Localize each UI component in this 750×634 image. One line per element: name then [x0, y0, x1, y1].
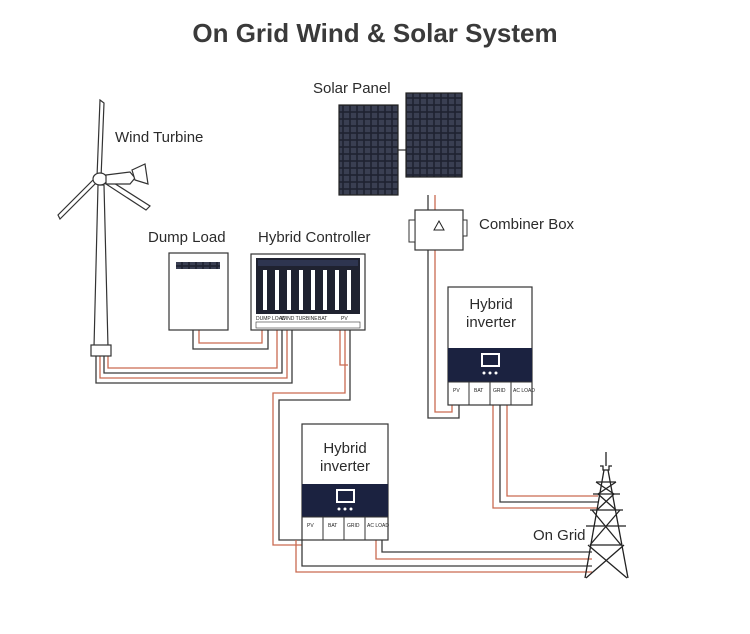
dump-load — [168, 252, 229, 331]
wire-controller-inverter-2 — [278, 330, 351, 541]
wire-inverter-grid-a2 — [375, 540, 592, 560]
inverter-bottom-terminal-acload: AC LOAD — [367, 523, 389, 529]
solar-panel-1 — [338, 104, 399, 196]
turbine-nacelle — [105, 171, 136, 185]
controller-terminal-bat: BAT — [318, 316, 327, 322]
warning-icon — [433, 219, 445, 231]
wire-dump-controller-1 — [192, 330, 269, 350]
wire-inverter-grid-a1 — [381, 540, 592, 553]
label-dump-load: Dump Load — [148, 229, 226, 246]
wire-dump-controller-2 — [198, 330, 263, 344]
wire-combiner-inverter-1 — [427, 250, 460, 419]
wire-inverter-grid-b1 — [492, 405, 598, 509]
wire-turbine-controller-1 — [95, 330, 293, 384]
wire-inverter-grid-a4 — [295, 540, 592, 573]
grid-tower-icon — [584, 452, 629, 579]
label-hybrid-controller: Hybrid Controller — [258, 229, 371, 246]
wire-inverter-grid-b2 — [499, 405, 598, 503]
wire-inverter-grid-a3 — [301, 540, 592, 567]
wire-turbine-controller-4 — [107, 330, 278, 369]
wind-turbine — [57, 98, 151, 357]
inverter-top-terminal-bat: BAT — [474, 388, 483, 394]
turbine-base — [90, 344, 112, 357]
inverter-bottom-terminal-pv: PV — [307, 523, 314, 529]
label-wind-turbine: Wind Turbine — [115, 129, 204, 146]
hybrid-inverter-bottom: PV BAT GRID AC LOAD — [301, 423, 389, 541]
label-hybrid-inverter-top: Hybrid inverter — [465, 296, 517, 331]
turbine-blade-up — [96, 98, 105, 179]
dump-load-vents — [176, 262, 220, 269]
controller-fins — [263, 270, 351, 310]
controller-terminal-pv: PV — [341, 316, 348, 322]
hybrid-controller: DUMP LOAD WIND TURBINE BAT PV — [250, 253, 366, 331]
controller-terminal-wind: WIND TURBINE — [281, 316, 318, 322]
wire-turbine-controller-2 — [99, 330, 288, 379]
turbine-tail — [131, 163, 149, 185]
inverter-top-terminal-acload: AC LOAD — [513, 388, 535, 394]
wiring — [95, 149, 598, 573]
inverter-top-terminal-pv: PV — [453, 388, 460, 394]
solar-panel-2 — [405, 92, 463, 178]
inverter-bottom-terminal-grid: GRID — [347, 523, 360, 529]
wire-turbine-controller-3 — [103, 330, 283, 374]
combiner-box — [408, 209, 468, 251]
wire-controller-inverter-3 — [339, 330, 348, 366]
solar-panel-array — [338, 92, 463, 196]
inverter-top-terminal-grid: GRID — [493, 388, 506, 394]
label-solar-panel: Solar Panel — [313, 80, 391, 97]
turbine-blade-left — [57, 176, 98, 221]
label-hybrid-inverter-bottom: Hybrid inverter — [319, 440, 371, 475]
wire-combiner-inverter-2 — [434, 250, 453, 413]
turbine-tower — [93, 184, 109, 348]
controller-terminal-dump: DUMP LOAD — [256, 316, 286, 322]
hybrid-inverter-top: PV BAT GRID AC LOAD — [447, 286, 535, 406]
diagram-title: On Grid Wind & Solar System — [192, 18, 558, 48]
label-on-grid: On Grid — [533, 527, 586, 544]
wire-inverter-grid-b3 — [506, 405, 598, 497]
label-combiner-box: Combiner Box — [479, 216, 575, 233]
turbine-hub — [92, 172, 108, 186]
inverter-bottom-terminal-bat: BAT — [328, 523, 337, 529]
wire-controller-inverter-1 — [272, 330, 346, 546]
